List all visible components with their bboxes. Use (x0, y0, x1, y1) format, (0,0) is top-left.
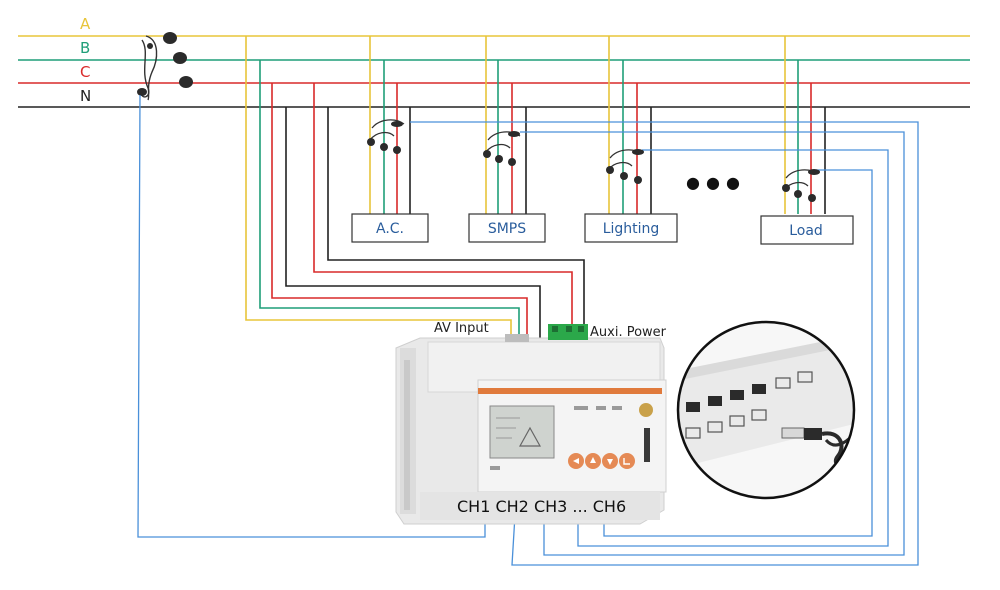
meter-brand-stripe (478, 388, 662, 394)
main-ct-cluster (137, 32, 193, 101)
branch-drops (369, 36, 826, 214)
meter-lcd-screen (489, 405, 555, 459)
phase-label-b: B (80, 39, 90, 57)
aux-power-label: Auxi. Power (590, 325, 667, 340)
voltage-wires (245, 36, 585, 338)
load-box-ac: A.C. (351, 213, 429, 243)
meter-enter-button[interactable] (619, 453, 635, 469)
main-ct-wire (137, 94, 486, 538)
branch-ct-smps (483, 131, 521, 166)
load-box-lighting: Lighting (584, 213, 678, 243)
sim-slot (644, 428, 650, 462)
more-loads-ellipsis: ●●● (686, 173, 746, 192)
phase-label-n: N (80, 87, 91, 105)
branch-ct-ac (367, 119, 405, 154)
branch-ct-load (782, 169, 820, 202)
antenna-connector-icon (639, 403, 653, 417)
load-label-ac: A.C. (376, 221, 404, 237)
load-label-load: Load (789, 223, 823, 239)
phase-label-c: C (80, 63, 90, 81)
branch-ct-wires (410, 121, 919, 566)
port-zoom-inset (676, 320, 856, 500)
load-label-lighting: Lighting (603, 221, 660, 237)
aux-power-terminal (548, 324, 588, 340)
load-label-smps: SMPS (488, 221, 526, 237)
bus-lines (18, 35, 970, 108)
branch-ct-lighting (606, 149, 644, 184)
load-box-smps: SMPS (468, 213, 546, 243)
channels-label: CH1 CH2 CH3 ... CH6 (457, 497, 626, 516)
meter-device (395, 337, 667, 525)
load-box-load: Load (760, 215, 854, 245)
voltage-terminal-block (505, 334, 529, 342)
av-input-label: AV Input (434, 321, 489, 336)
phase-labels: A B C N (80, 15, 91, 105)
phase-label-a: A (80, 15, 91, 33)
